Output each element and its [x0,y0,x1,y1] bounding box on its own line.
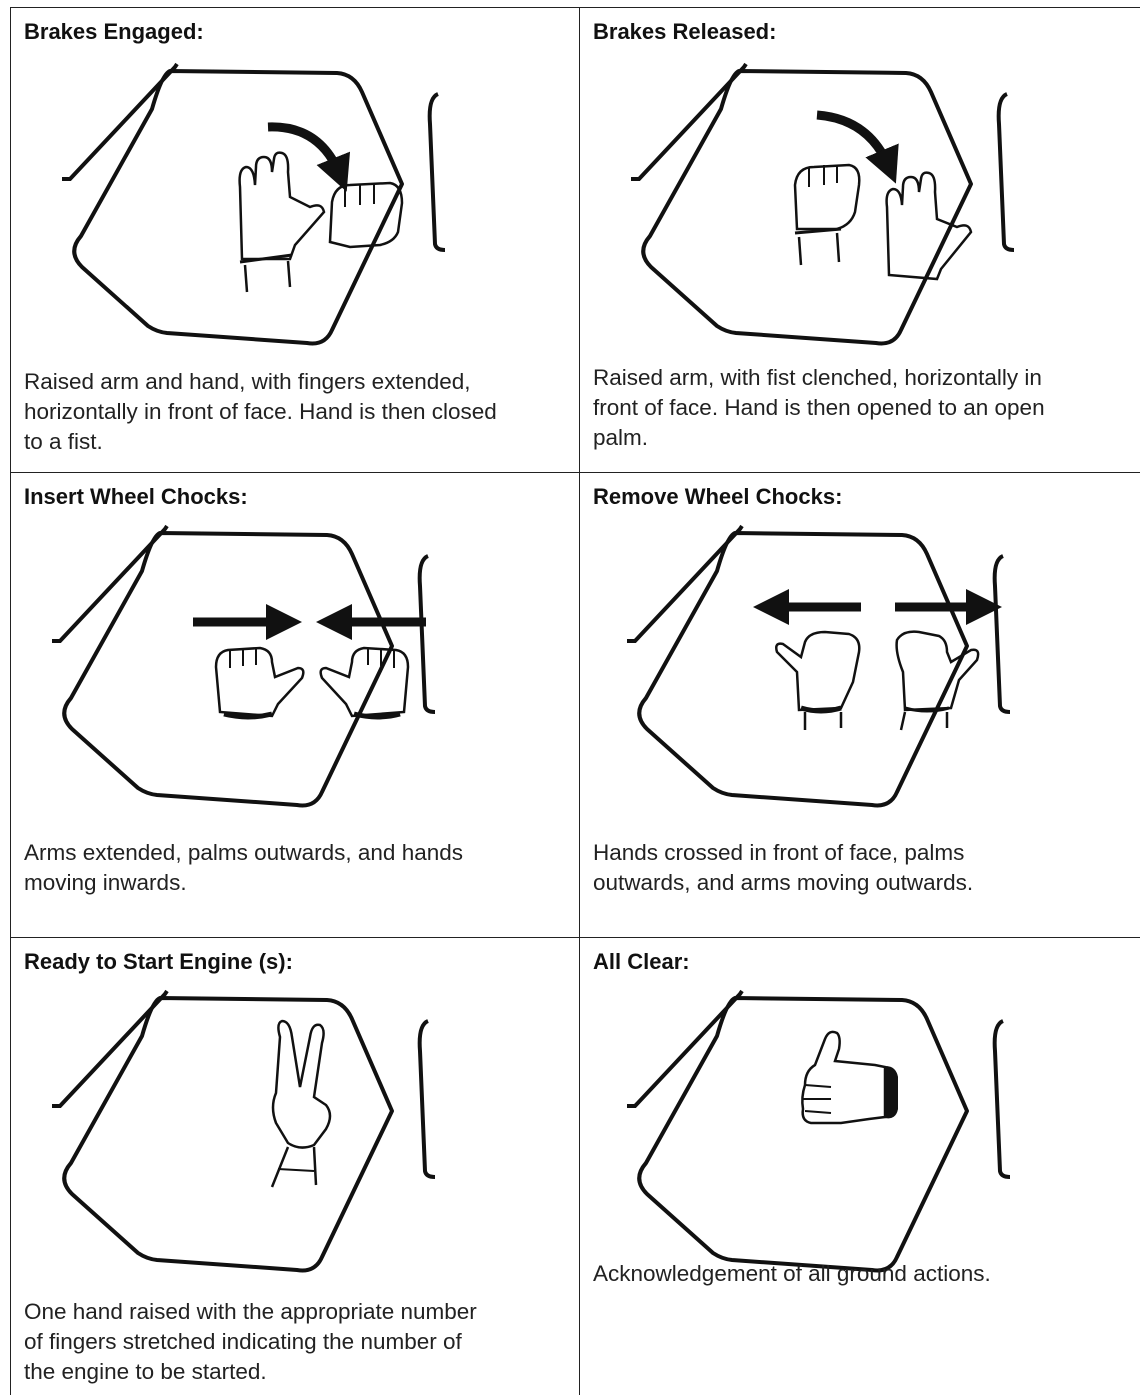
all-clear-illustration [579,937,1140,1292]
remove-wheel-chocks-illustration [579,472,1140,832]
brakes-engaged-illustration [10,7,579,367]
signal-description-line: Raised arm and hand, with fingers extend… [24,367,497,397]
signal-cell: Brakes Released: Raised arm, with fist c… [579,7,1140,472]
signal-description-line: Raised arm, with fist clenched, horizont… [593,363,1045,393]
ready-to-start-engine-illustration [10,937,579,1292]
signal-description-line: Acknowledgement of all ground actions. [593,1259,991,1289]
insert-wheel-chocks-illustration [10,472,579,832]
signal-description-line: to a fist. [24,427,497,457]
signal-cell: All Clear: Acknowledgement of all ground… [579,937,1140,1395]
signal-description-line: front of face. Hand is then opened to an… [593,393,1045,423]
signal-description-line: palm. [593,423,1045,453]
signal-description-line: outwards, and arms moving outwards. [593,868,973,898]
signal-description-line: One hand raised with the appropriate num… [24,1297,477,1327]
signal-description-line: Arms extended, palms outwards, and hands [24,838,463,868]
signal-description-line: moving inwards. [24,868,463,898]
signal-description-line: Hands crossed in front of face, palms [593,838,973,868]
signal-cell: Brakes Engaged: Raised arm and hand, wit… [10,7,579,472]
signal-cell: Remove Wheel Chocks: Hands crossed in fr… [579,472,1140,937]
signal-cell: Insert Wheel Chocks: Arms extended, palm… [10,472,579,937]
signal-description-line: horizontally in front of face. Hand is t… [24,397,497,427]
brakes-released-illustration [579,7,1140,367]
signal-description-line: the engine to be started. [24,1357,477,1387]
signal-cell: Ready to Start Engine (s): One hand rais… [10,937,579,1395]
signal-description-line: of fingers stretched indicating the numb… [24,1327,477,1357]
